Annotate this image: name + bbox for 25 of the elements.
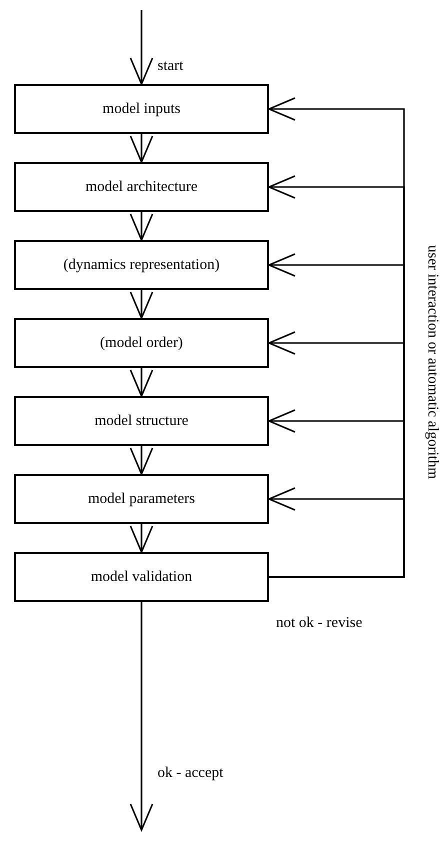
process-box (14, 162, 269, 212)
arrow (130, 368, 154, 397)
box-label: model architecture (85, 178, 198, 196)
box-label: model validation (90, 568, 192, 586)
arrow (130, 10, 154, 85)
arrow (268, 487, 405, 578)
arrow (130, 446, 154, 475)
process-box (14, 318, 269, 368)
arrow (130, 290, 154, 319)
box-label: (model order) (100, 334, 183, 352)
process-box (14, 84, 269, 134)
process-box (14, 474, 269, 524)
arrow (130, 134, 154, 163)
arrow (130, 212, 154, 241)
box-label: model inputs (102, 100, 180, 118)
box-label: (dynamics representation) (63, 256, 220, 274)
edge-label: ok - accept (158, 765, 224, 782)
box-label: model parameters (88, 490, 196, 508)
process-box (14, 240, 269, 290)
arrow (130, 524, 154, 553)
arrow (130, 602, 154, 831)
vertical-note: user interaction or automatic algorithm (424, 245, 440, 480)
box-label: model structure (94, 412, 188, 430)
process-box (14, 396, 269, 446)
process-box (14, 552, 269, 602)
